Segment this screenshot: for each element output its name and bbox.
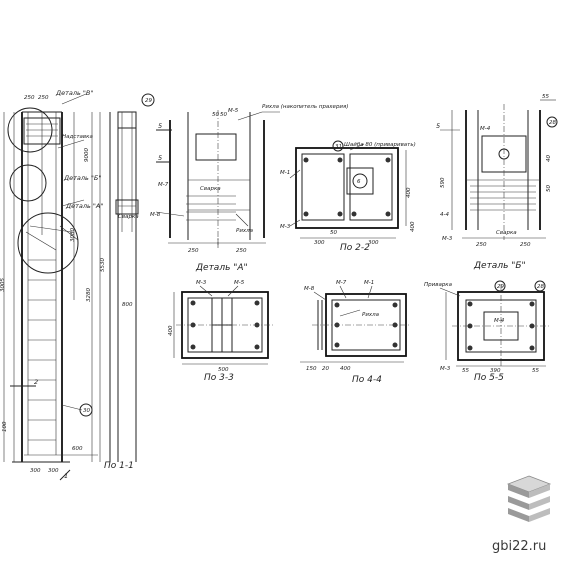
section-5-5-ref-29: 29 [497,284,504,290]
column-label-detail-a: Деталь "А" [65,202,103,210]
detail-a-dim-50-b: 50 [220,112,227,118]
detail-b-dim-590: 590 [440,177,446,188]
column-view-title: По 1-1 [104,461,134,471]
section-4-4-dim-400: 400 [340,366,351,372]
section-4-4-label-rikhla: Рихла [362,312,380,318]
section-3-3-view [173,285,274,365]
column-dim-800: 800 [122,302,133,308]
section-5-5-view [439,280,550,367]
column-label-extension: Надставка [62,134,93,140]
section-4-4-label-m1: М-1 [364,280,374,286]
section-5-5-label-m4: М-4 [494,318,505,324]
section-3-3-dim-500: 500 [218,367,229,373]
detail-a-title: Деталь "А" [195,263,248,273]
section-2-2-label-washer: Шайба 80 (приваривать) [344,142,416,148]
section-2-2-dim-300-right: 300 [368,240,379,246]
detail-b-dim-250-left: 250 [476,242,487,248]
detail-a-dim-250-left: 250 [188,248,199,254]
column-dim-300-left: 300 [30,468,41,474]
column-dim-250-right: 250 [38,95,49,101]
detail-a-label-weld: Сварка [200,186,221,192]
column-section-mark-2: 2 [34,378,38,386]
column-dim-100: 100 [2,421,8,432]
section-5-5-dim-55-right: 55 [532,368,539,374]
section-4-4-label-m7: М-7 [336,280,347,286]
detail-b-label-weld: Сварка [496,230,517,236]
section-2-2-label-m3: М-3 [280,224,291,230]
column-dim-3280: 3280 [86,288,92,302]
column-dim-250-left: 250 [24,95,35,101]
section-2-2-dim-300-left: 300 [314,240,325,246]
section-4-4-label-m8: М-8 [304,286,315,292]
section-2-2-label-m1: М-1 [280,170,290,176]
detail-b-label-m3: М-3 [442,236,453,242]
detail-a-dim-250-right: 250 [236,248,247,254]
site-watermark[interactable]: gbi22.ru [492,539,547,554]
section-2-2-view [289,140,407,239]
section-4-4-dim-20: 20 [322,366,329,372]
column-dim-300-right: 300 [48,468,59,474]
column-label-detail-b: Деталь "Б" [63,174,101,182]
section-3-3-title: По 3-3 [204,373,234,383]
detail-b-ref-28: 28 [549,120,556,126]
section-5-5-label-m3: М-3 [440,366,451,372]
column-elevation [3,93,155,481]
column-dim-3080: 3080 [70,228,76,242]
detail-a-section-5-top: 5 [158,122,162,130]
column-dim-3005: 3005 [0,278,6,292]
column-ref-30: 30 [83,408,90,414]
section-2-2-ref-6: 6 [357,179,361,185]
section-5-5-dim-55-left: 55 [462,368,469,374]
stirrup-ladder [28,259,56,441]
section-2-2-dim-400: 400 [406,187,412,198]
column-dim-9000: 9000 [84,148,90,162]
detail-a-label-rikhla: Рихла (накопитель прахерия) [262,104,348,110]
detail-b-dim-40: 40 [546,155,552,162]
section-4-4-title: По 4-4 [352,375,382,385]
detail-a-label-m7: М-7 [158,182,169,188]
column-label-weld: Сварка [118,214,139,220]
section-3-3-dim-400: 400 [168,325,174,336]
section-4-4-dim-150: 150 [306,366,317,372]
detail-a-section-5-bottom: 5 [158,154,162,162]
section-5-5-title: По 5-5 [474,373,504,383]
section-5-5-ref-28: 28 [537,284,544,290]
detail-b-callout [9,164,47,202]
detail-b-view [440,99,558,240]
detail-b-dim-250-right: 250 [520,242,531,248]
section-4-4-view [300,285,410,363]
detail-v-callout [7,107,53,153]
column-section-mark-1: 1 [64,472,68,480]
column-dim-5530: 5530 [100,258,106,272]
section-2-2-dim-400-side: 400 [410,221,416,232]
column-ref-29: 29 [145,98,152,104]
stacked-slabs-icon [506,475,552,522]
section-5-5-dim-390: 390 [490,368,501,374]
detail-b-label-m4: М-4 [480,126,491,132]
detail-a-label-m5: М-5 [228,108,239,114]
detail-a-view [155,110,280,248]
detail-b-title: Деталь "Б" [473,261,526,271]
section-2-2-ref-31: 31 [335,144,342,150]
column-label-detail-v: Деталь "В" [55,89,93,97]
section-2-2-dim-50: 50 [330,230,337,236]
detail-a-dim-50-a: 50 [212,112,219,118]
detail-b-dim-55: 55 [542,94,549,100]
detail-b-dim-50: 50 [546,185,552,192]
section-3-3-label-m5: М-5 [234,280,245,286]
detail-a-label-m8: М-8 [150,212,161,218]
detail-b-label-section: 4-4 [440,212,449,218]
detail-a-label-rikhla-bottom: Рихла [236,228,254,234]
detail-a-callout [17,212,79,274]
section-3-3-label-m3: М-3 [196,280,207,286]
section-2-2-title: По 2-2 [340,243,370,253]
detail-b-section-5: 5 [436,122,440,130]
section-5-5-label-welding: Приварка [424,282,453,288]
column-dim-600: 600 [72,446,83,452]
